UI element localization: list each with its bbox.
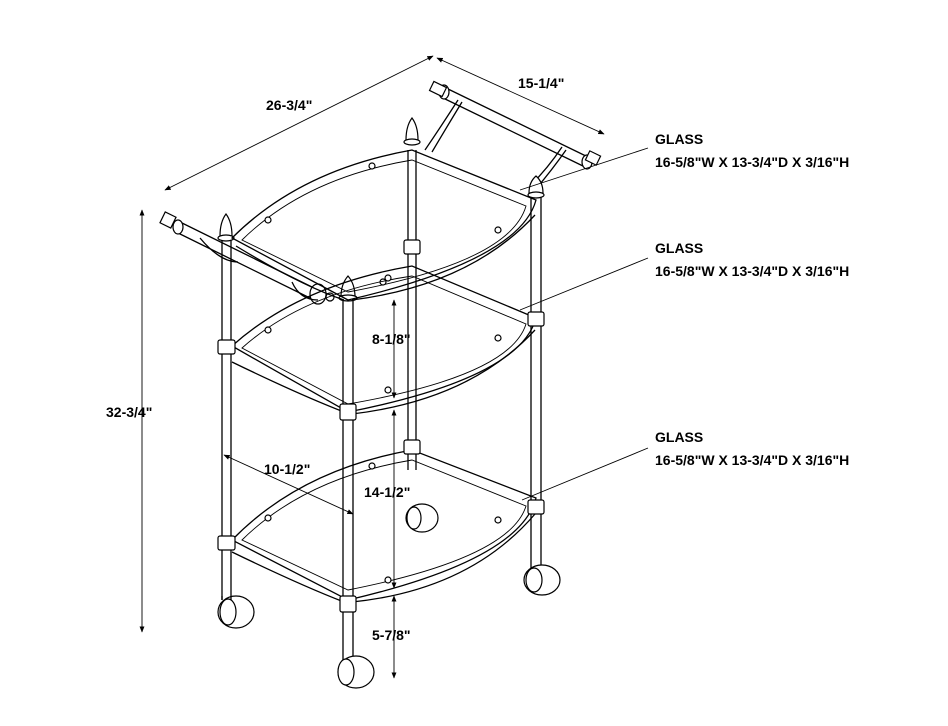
handle-width-dimension: 15-1/4"	[518, 75, 564, 91]
callout-size: 16-5/8"W X 13-3/4"D X 3/16"H	[655, 452, 849, 468]
front-handle	[159, 211, 335, 305]
callout-title: GLASS	[655, 131, 703, 147]
top-shelf	[230, 149, 537, 301]
callout-title: GLASS	[655, 240, 703, 256]
upper-clearance-dimension: 8-1/8"	[372, 331, 411, 347]
lower-clearance-dimension: 14-1/2"	[364, 484, 410, 500]
dimension-labels: 26-3/4" 15-1/4" 32-3/4" 8-1/8" 14-1/2" 1…	[106, 75, 564, 643]
glass-callout-middle: GLASS 16-5/8"W X 13-3/4"D X 3/16"H	[655, 240, 849, 279]
callout-size: 16-5/8"W X 13-3/4"D X 3/16"H	[655, 154, 849, 170]
post-collars	[217, 239, 545, 613]
overall-height-dimension: 32-3/4"	[106, 404, 152, 420]
callout-size: 16-5/8"W X 13-3/4"D X 3/16"H	[655, 263, 849, 279]
casters	[217, 503, 561, 689]
dimension-lines	[139, 55, 605, 679]
callout-title: GLASS	[655, 429, 703, 445]
post-finials	[217, 116, 545, 302]
depth-dimension: 26-3/4"	[266, 97, 312, 113]
leg-spacing-dimension: 10-1/2"	[264, 461, 310, 477]
cart-illustration	[159, 80, 602, 689]
ground-clearance-dimension: 5-7/8"	[372, 627, 411, 643]
callout-leaders	[519, 147, 649, 501]
glass-callout-top: GLASS 16-5/8"W X 13-3/4"D X 3/16"H	[655, 131, 849, 170]
glass-callout-bottom: GLASS 16-5/8"W X 13-3/4"D X 3/16"H	[655, 429, 849, 468]
back-handle	[424, 80, 602, 191]
